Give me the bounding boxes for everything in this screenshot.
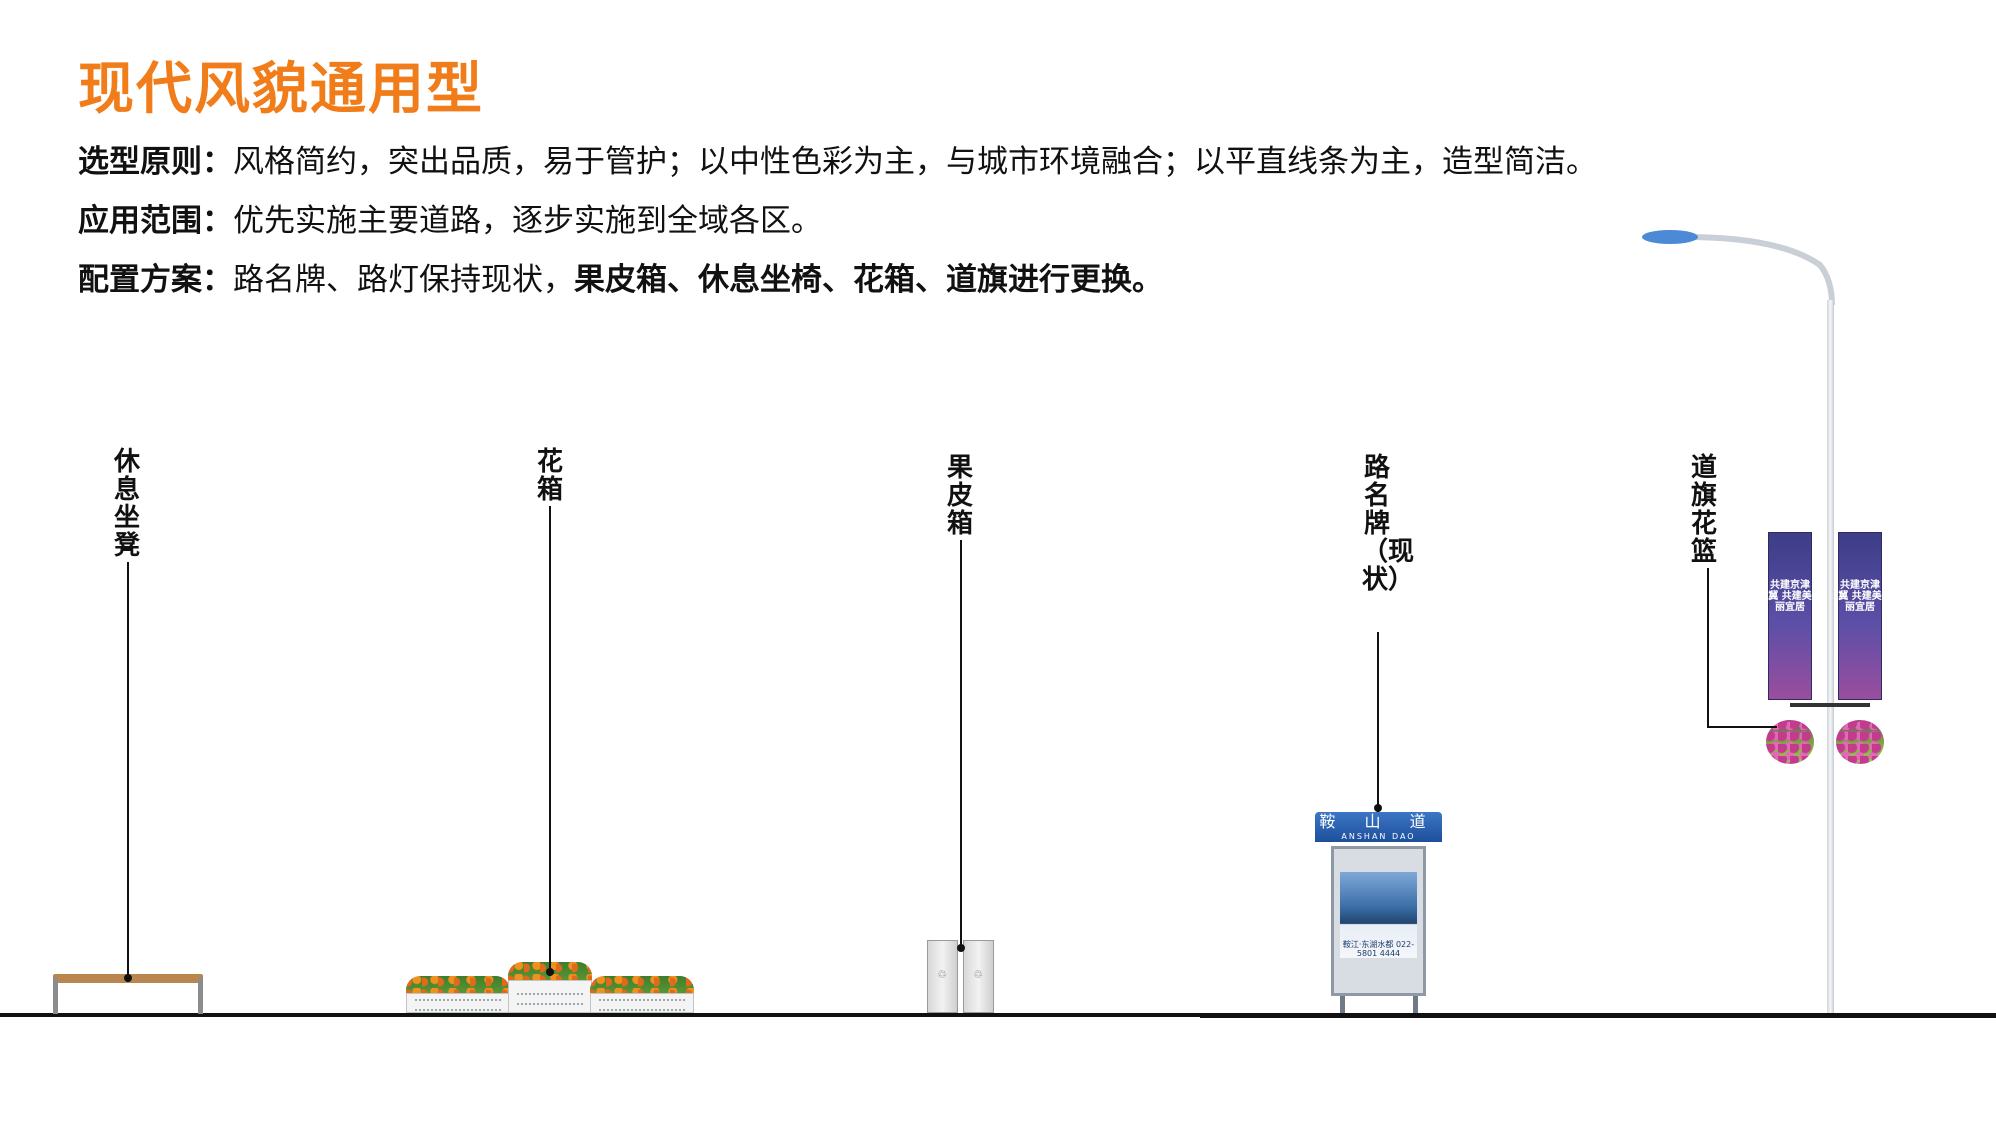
sign-leader-dot [1374,804,1382,812]
planter-flowers-left [406,976,510,996]
bench-leader-dot [124,974,132,982]
road-sign-header [1315,812,1442,842]
planter-box-center [508,980,592,1013]
banner-label: 道旗花篮 [1690,453,1717,567]
road-sign-english: ANSHAN DAO [1341,832,1416,841]
ground-line-secondary [1200,1016,1996,1018]
recycle-icon: ♲ [937,968,947,981]
bench-leg-right [198,978,203,1014]
lamp-pole [1827,300,1834,1013]
recycle-icon-right: ♲ [973,968,983,981]
page-title: 现代风貌通用型 [78,57,484,122]
banner-right [1838,532,1882,700]
plan-text: 路名牌、路灯保持现状， [233,262,574,298]
banner-leader-line [1707,568,1709,728]
banner-left [1768,532,1812,700]
road-sign-leg-right [1413,996,1418,1013]
road-sign-name: 鞍 山 道 [1319,812,1438,831]
scope-line: 应用范围：优先实施主要道路，逐步实施到全域各区。 [78,195,822,240]
plan-line: 配置方案：路名牌、路灯保持现状，果皮箱、休息坐椅、花箱、道旗进行更换。 [78,254,1163,299]
road-sign-poster [1340,872,1417,958]
banner-leader-horizontal [1707,726,1777,728]
scope-text: 优先实施主要道路，逐步实施到全域各区。 [233,203,822,239]
bench-label: 休息坐凳 [113,447,140,561]
principle-text: 风格简约，突出品质，易于管护；以中性色彩为主，与城市环境融合；以平直线条为主，造… [233,144,1597,180]
bench-leader-line [127,562,129,978]
principle-label: 选型原则： [78,144,233,180]
planter-box-right [590,993,694,1013]
bin-label: 果皮箱 [946,453,973,539]
scope-label: 应用范围： [78,203,233,239]
bin-right [963,940,994,1013]
principle-line: 选型原则：风格简约，突出品质，易于管护；以中性色彩为主，与城市环境融合；以平直线… [78,136,1597,181]
planter-flowers-right [590,976,694,996]
road-sign-leg-left [1340,996,1345,1013]
bin-leader-dot [957,944,965,952]
plan-label: 配置方案： [78,262,233,298]
sign-leader-line [1377,632,1379,812]
banner-right-text: 共建京津冀 共建美丽宜居 [1838,580,1882,613]
bin-left [927,940,958,1013]
plan-emphasis: 果皮箱、休息坐椅、花箱、道旗进行更换。 [574,262,1163,298]
bin-leader-line [960,540,962,950]
road-sign-poster-text: 鞍江·东湖水都 022-5801 4444 [1342,940,1415,958]
planter-leader-line [549,506,551,976]
planter-label: 花箱 [536,447,563,505]
flower-basket-right [1836,720,1884,764]
planter-box-left [406,993,510,1013]
ground-line [0,1013,1996,1017]
lamp-arm [1642,230,1835,306]
sign-label: 路名牌（现状） [1362,453,1415,595]
planter-leader-dot [546,968,554,976]
banner-left-text: 共建京津冀 共建美丽宜居 [1768,580,1812,613]
bench-leg-left [53,978,58,1014]
basket-bracket [1790,703,1870,707]
